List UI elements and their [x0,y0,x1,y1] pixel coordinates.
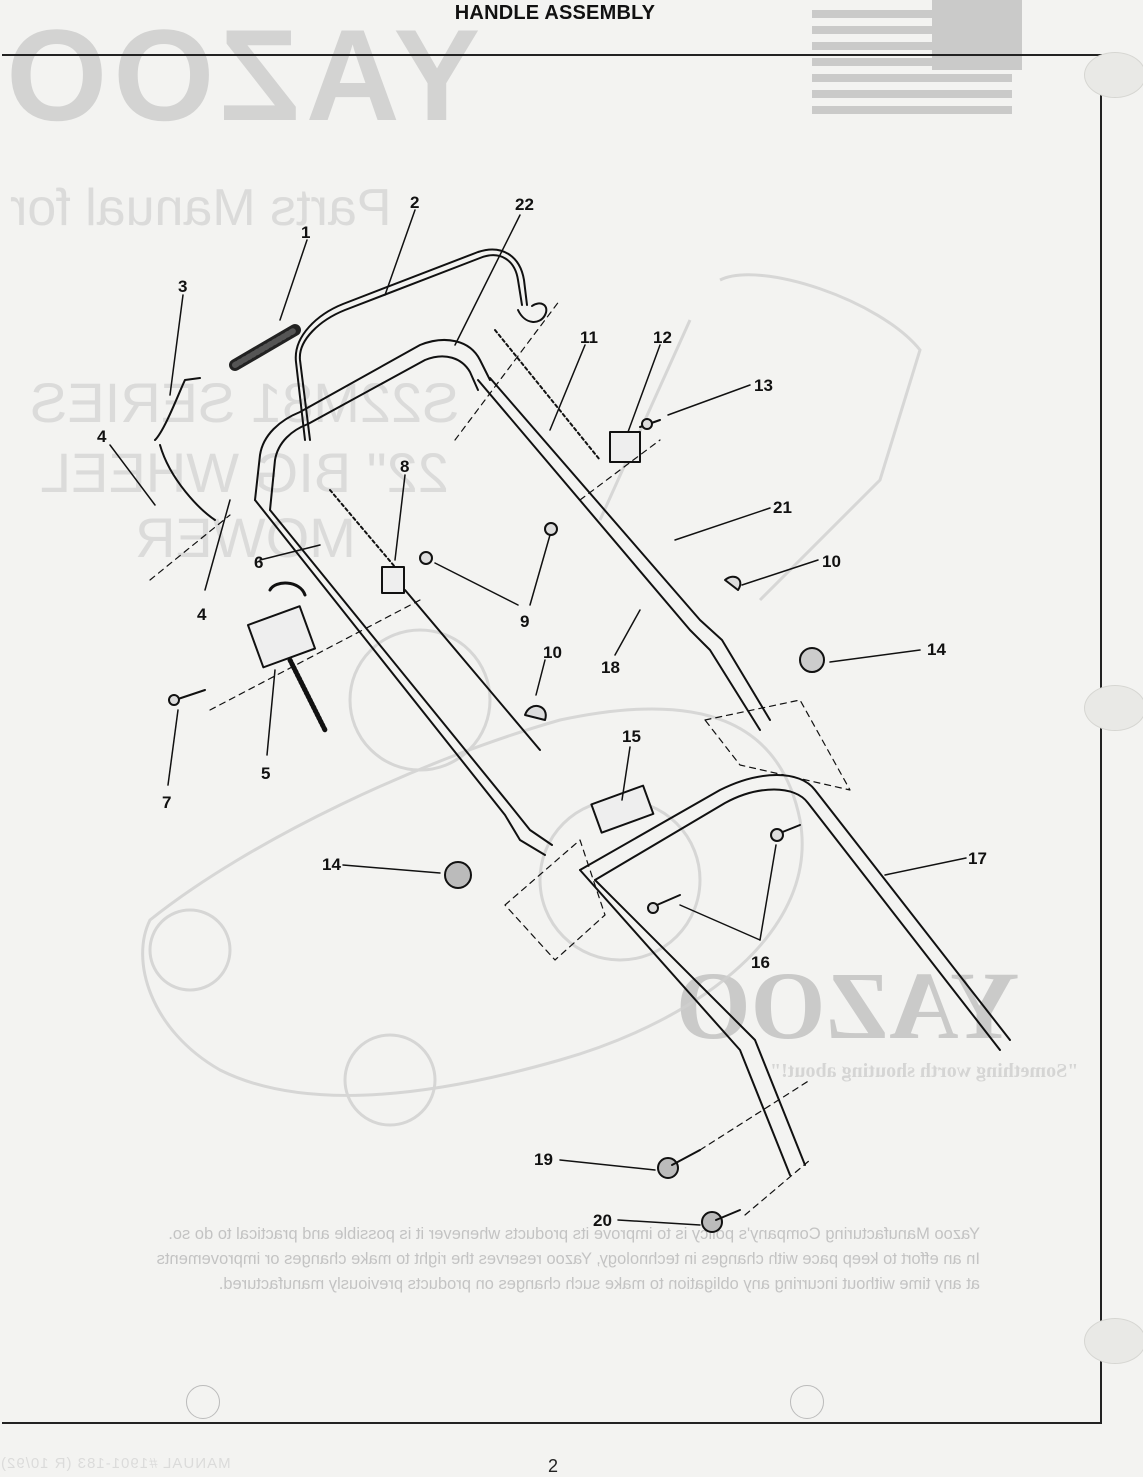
callout-4b: 4 [197,605,207,624]
callout-22: 22 [515,195,534,214]
callout-15: 15 [622,727,641,746]
callout-13: 13 [754,376,773,395]
binder-tab [1084,52,1143,98]
callout-1: 1 [301,223,310,242]
callout-8: 8 [400,457,409,476]
callout-7: 7 [162,793,171,812]
callout-11: 11 [580,328,598,347]
callout-5: 5 [261,764,270,783]
punch-hole [790,1385,824,1419]
callout-14b: 14 [322,855,341,874]
callout-9: 9 [520,612,529,631]
callout-14: 14 [927,640,946,659]
callout-12: 12 [653,328,672,347]
callout-19: 19 [534,1150,553,1169]
page-title: HANDLE ASSEMBLY [454,2,656,24]
callout-21: 21 [773,498,792,517]
callout-10b: 10 [543,643,562,662]
callout-20: 20 [593,1211,612,1230]
callout-6: 6 [254,553,263,572]
callout-16: 16 [751,953,770,972]
ghost-mower [141,273,922,1127]
binder-tab [1084,685,1143,731]
callout-4: 4 [97,427,107,446]
flag-watermark [812,0,1022,114]
callout-2: 2 [410,193,419,212]
callout-18: 18 [601,658,620,677]
diagram-frame [2,54,1102,1424]
binder-tab [1084,1318,1143,1364]
page-number: 2 [548,1456,559,1476]
punch-hole [186,1385,220,1419]
callout-3: 3 [178,277,187,296]
callout-17: 17 [968,849,987,868]
callout-10: 10 [822,552,841,571]
